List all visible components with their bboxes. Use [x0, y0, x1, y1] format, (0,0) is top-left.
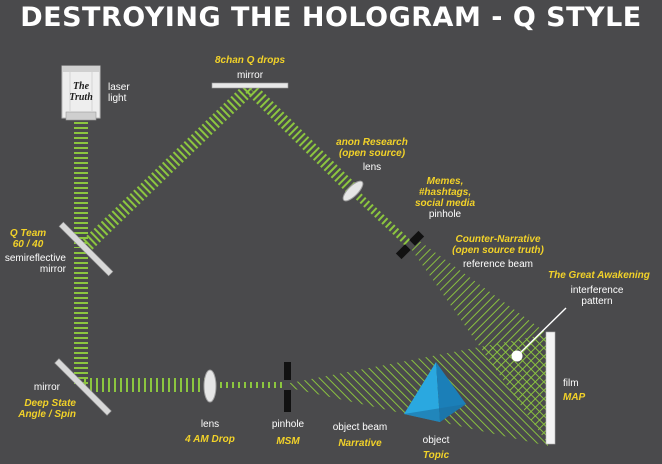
semireflective-q-label: Q Team 60 / 40 [9, 228, 47, 250]
beam-paths [74, 82, 412, 392]
lower-pinhole-label: pinhole [271, 419, 305, 430]
bottom-mirror-q-label: Deep State Angle / Spin [18, 398, 76, 420]
reference-beam-q-label: Counter-Narrative (open source truth) [452, 234, 544, 256]
top-mirror-q-label: 8chan Q drops [214, 55, 285, 66]
interference-label: interference pattern [570, 285, 624, 307]
semireflective-label: semireflective mirror [4, 253, 66, 275]
object-beam-label: object beam [332, 422, 388, 433]
laser-box-text: The Truth [69, 81, 93, 103]
laser-light [61, 65, 101, 121]
beam-top-mirror-to-lens [245, 83, 357, 194]
lower-lens [203, 369, 217, 403]
upper-lens-q-label: anon Research (open source) [336, 137, 408, 159]
interference-dot [511, 350, 523, 362]
upper-pinhole-label: pinhole [428, 209, 462, 220]
page-title: DESTROYING THE HOLOGRAM - Q STYLE [20, 2, 642, 33]
bottom-mirror-label: mirror [33, 382, 60, 393]
beam-splitter-to-top-mirror [79, 82, 255, 254]
laser-label: laser light [108, 82, 130, 104]
object-pyramid [404, 362, 466, 422]
interference-pointer [516, 307, 567, 357]
film-label: film [563, 378, 579, 389]
reference-beam-label: reference beam [462, 259, 534, 270]
upper-pinhole [395, 230, 425, 260]
semireflective-mirror [58, 221, 114, 277]
bottom-mirror [54, 358, 112, 416]
film-plate [545, 331, 556, 445]
top-mirror [211, 82, 289, 89]
upper-lens [342, 180, 364, 202]
object-q-label: Topic [422, 450, 450, 461]
upper-pinhole-q-label: Memes, #hashtags, social media [414, 176, 476, 209]
lower-pinhole-q-label: MSM [276, 436, 300, 447]
object-beam-q-label: Narrative [338, 438, 382, 449]
beam-lens-to-pinhole [352, 190, 412, 247]
top-mirror-label: mirror [236, 70, 264, 81]
interference-q-label: The Great Awakening [548, 270, 650, 281]
lower-pinhole [284, 362, 291, 412]
lower-lens-label: lens [200, 419, 220, 430]
object-label: object [422, 435, 450, 446]
film-q-label: MAP [563, 392, 586, 403]
lower-lens-q-label: 4 AM Drop [185, 434, 235, 445]
upper-lens-label: lens [362, 162, 382, 173]
